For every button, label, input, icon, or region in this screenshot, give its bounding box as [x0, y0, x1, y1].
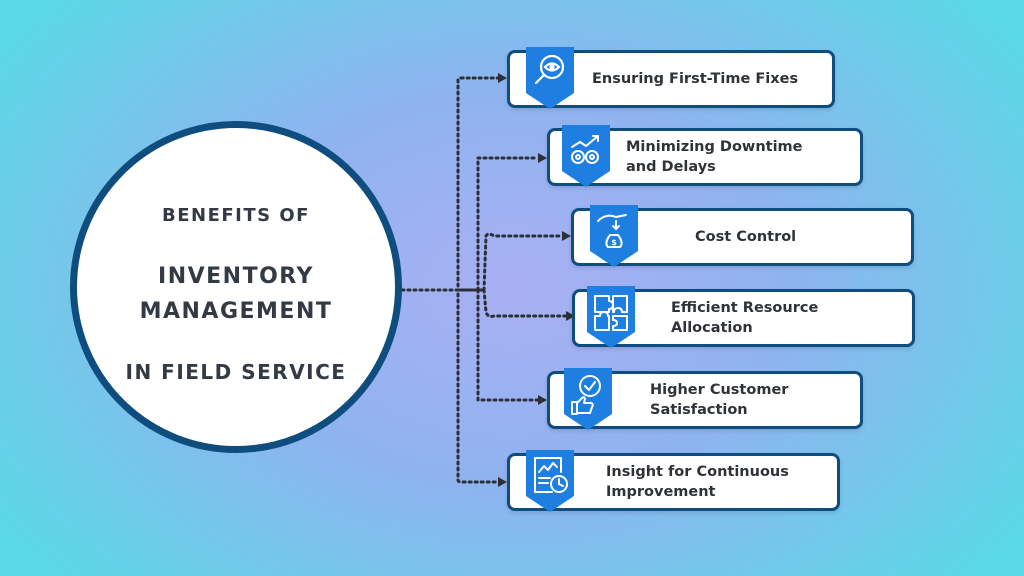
puzzle-pieces-icon	[587, 286, 635, 348]
hub-title-line-3: MANAGEMENT	[139, 299, 333, 324]
benefit-card-first-time-fixes: Ensuring First-Time Fixes	[507, 47, 835, 109]
arrowhead-2	[538, 153, 547, 163]
eye-magnifier-icon	[526, 47, 574, 109]
connector-3	[482, 232, 564, 292]
arrowhead-6	[498, 477, 507, 487]
central-hub-circle: BENEFITS OF INVENTORY MANAGEMENT IN FIEL…	[70, 121, 402, 453]
gears-growth-icon	[562, 125, 610, 187]
arrowhead-4	[566, 311, 575, 321]
analytics-report-icon	[526, 450, 574, 512]
connector-4	[482, 288, 568, 318]
connector-6	[456, 288, 500, 484]
benefit-label: Cost Control	[695, 229, 797, 245]
hub-title-line-2: INVENTORY	[158, 264, 314, 289]
connector-1	[456, 76, 500, 292]
money-bag-hand-icon: $	[590, 205, 638, 267]
benefit-label: Ensuring First-Time Fixes	[592, 71, 799, 87]
svg-text:$: $	[611, 238, 617, 247]
connector-2	[476, 156, 540, 292]
arrowhead-1	[498, 73, 507, 83]
hub-title-line-4: IN FIELD SERVICE	[125, 360, 347, 384]
hub-title-line-1: BENEFITS OF	[162, 205, 310, 226]
benefit-card-cost-control: $ Cost Control	[571, 205, 914, 267]
checkmark-thumbs-up-icon	[564, 368, 612, 430]
connector-5	[476, 288, 540, 402]
arrowhead-5	[538, 395, 547, 405]
arrowhead-3	[562, 231, 571, 241]
